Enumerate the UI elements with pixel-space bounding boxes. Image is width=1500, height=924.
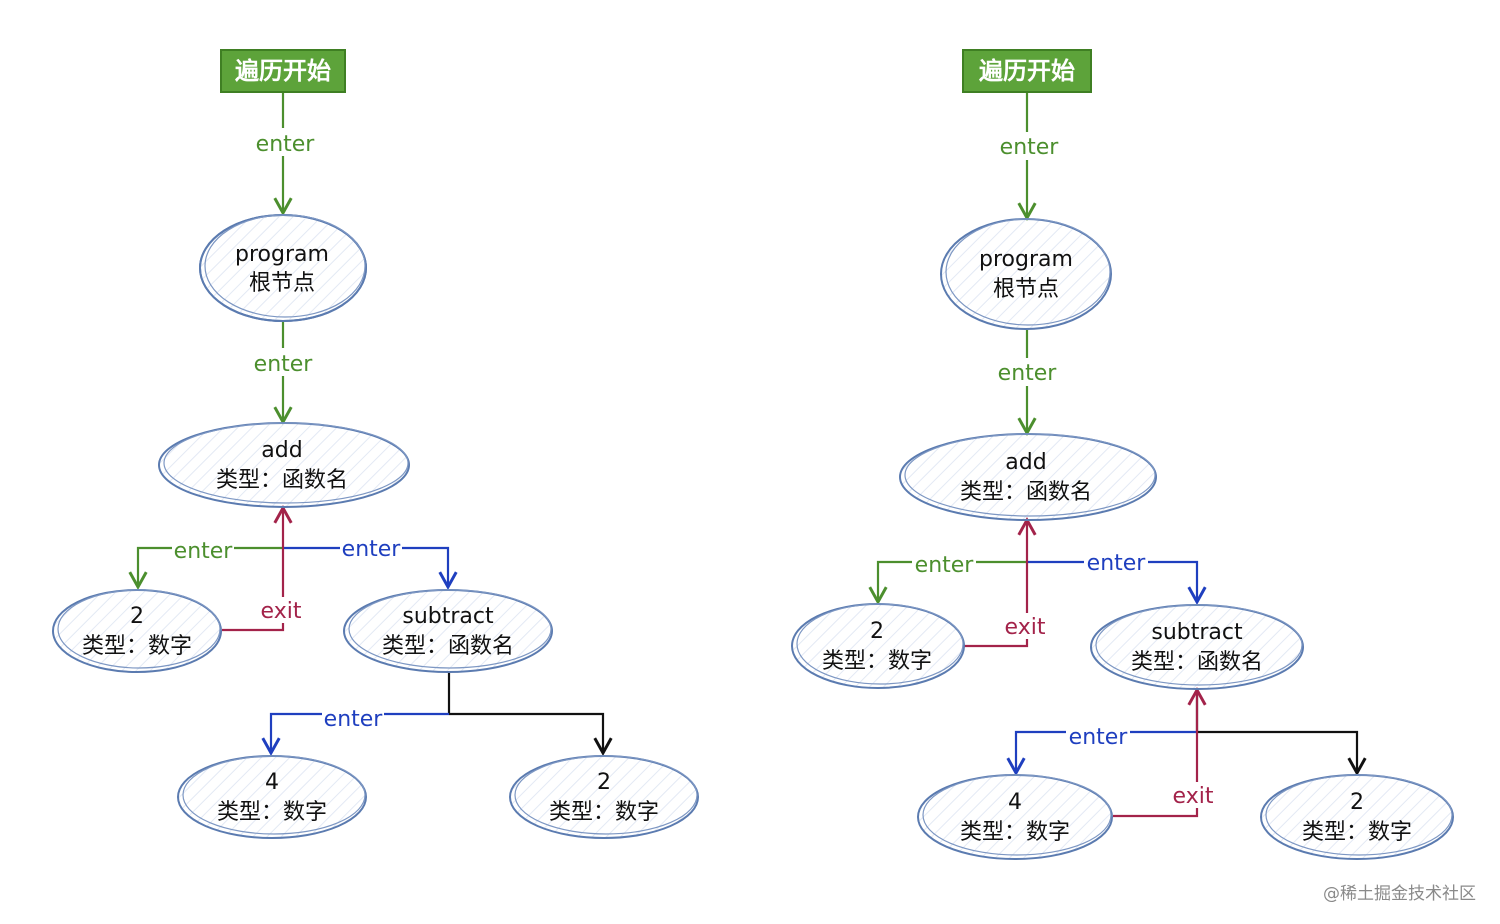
edge-two-exit [222, 504, 293, 632]
node-two-b-desc: 类型：数字 [549, 800, 659, 825]
node-subtract-name: subtract [1151, 620, 1243, 645]
node-add-name: add [261, 438, 302, 463]
node-two-a-desc: 类型：数字 [822, 649, 932, 674]
node-two-a: 2 类型：数字 [791, 603, 965, 689]
start-label: 遍历开始 [235, 57, 331, 85]
edge-label-four-exit: exit [1173, 784, 1214, 809]
edge-label-add-subtract: enter [1087, 551, 1147, 576]
node-four-name: 4 [1008, 790, 1022, 815]
node-two-b: 2 类型：数字 [509, 755, 699, 839]
edge-label-program-add: enter [254, 352, 314, 377]
node-program-name: program [979, 247, 1073, 272]
watermark: @稀土掘金技术社区 [1323, 884, 1476, 904]
edge-two-exit [964, 516, 1037, 648]
edge-label-two-exit: exit [1005, 615, 1046, 640]
diagram-left: enter enter enter enter exit enter 遍历开始 … [52, 49, 699, 839]
edge-label-subtract-four: enter [1069, 725, 1129, 750]
diagram-right: enter enter enter enter exit enter exit … [791, 49, 1454, 860]
edge-label-program-add: enter [998, 361, 1058, 386]
node-two-b-desc: 类型：数字 [1302, 820, 1412, 845]
start-box [962, 49, 1092, 93]
node-add: add 类型：函数名 [899, 433, 1157, 521]
node-two-b-name: 2 [1350, 790, 1364, 815]
edge-subtract-four [1006, 730, 1197, 777]
node-program-desc: 根节点 [249, 271, 315, 296]
node-subtract-desc: 类型：函数名 [1131, 650, 1263, 675]
node-two-b-name: 2 [597, 770, 611, 795]
edge-label-add-two: enter [174, 539, 234, 564]
node-two-a-name: 2 [130, 604, 144, 629]
node-add-desc: 类型：函数名 [960, 480, 1092, 505]
node-two-a-name: 2 [870, 619, 884, 644]
edge-subtract-two [449, 712, 613, 757]
node-subtract: subtract 类型：函数名 [343, 589, 553, 673]
node-subtract-desc: 类型：函数名 [382, 634, 514, 659]
node-subtract: subtract 类型：函数名 [1090, 604, 1304, 690]
node-add-name: add [1005, 450, 1046, 475]
node-four-desc: 类型：数字 [217, 800, 327, 825]
edge-label-subtract-four: enter [324, 707, 384, 732]
node-add: add 类型：函数名 [158, 422, 410, 508]
node-program: program 根节点 [199, 214, 367, 322]
edge-add-two [128, 546, 283, 591]
node-program-desc: 根节点 [993, 277, 1059, 302]
node-add-desc: 类型：函数名 [216, 468, 348, 493]
node-four: 4 类型：数字 [177, 755, 367, 839]
edge-subtract-four [261, 712, 449, 757]
edge-label-two-exit: exit [261, 599, 302, 624]
edge-label-start-program: enter [1000, 135, 1060, 160]
start-label: 遍历开始 [979, 57, 1075, 85]
node-two-a-desc: 类型：数字 [82, 634, 192, 659]
edge-label-add-subtract: enter [342, 537, 402, 562]
edge-label-add-two: enter [915, 553, 975, 578]
node-four-name: 4 [265, 770, 279, 795]
edge-add-subtract [283, 546, 458, 591]
node-four-desc: 类型：数字 [960, 820, 1070, 845]
node-program: program 根节点 [940, 218, 1112, 330]
node-subtract-name: subtract [402, 604, 494, 629]
node-four: 4 类型：数字 [917, 774, 1113, 860]
edge-label-start-program: enter [256, 132, 316, 157]
edge-add-subtract [1027, 560, 1207, 606]
node-program-name: program [235, 242, 329, 267]
node-two-a: 2 类型：数字 [52, 589, 222, 673]
edge-add-two [868, 560, 1027, 606]
start-box [220, 49, 346, 93]
node-two-b: 2 类型：数字 [1260, 774, 1454, 860]
edge-subtract-two [1197, 730, 1367, 777]
edge-four-exit [1113, 686, 1207, 818]
